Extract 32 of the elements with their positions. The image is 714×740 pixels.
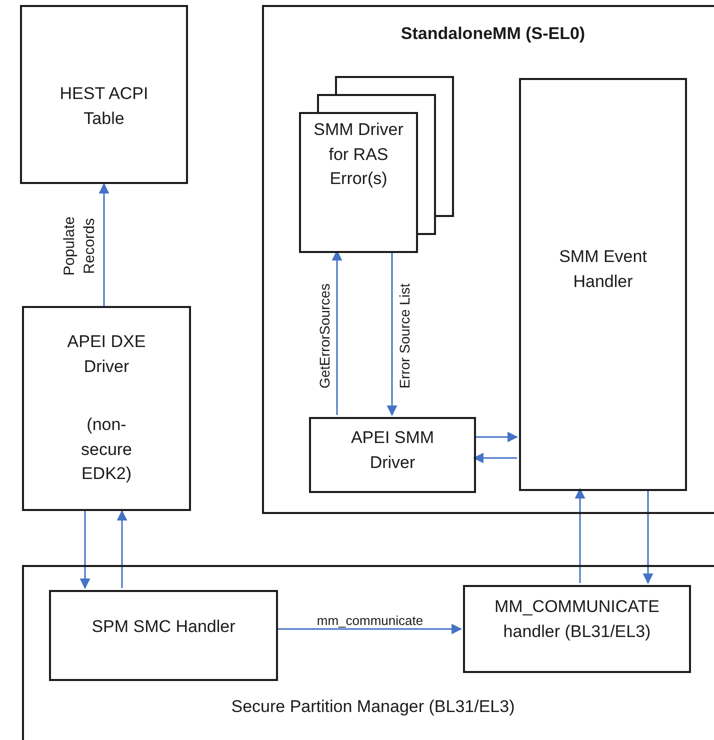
box-label: MM_COMMUNICATE handler (BL31/EL3) bbox=[494, 596, 660, 643]
stacked-box bbox=[299, 76, 455, 253]
arrow bbox=[386, 251, 398, 416]
box-label: Secure Partition Manager (BL31/EL3) bbox=[231, 696, 515, 718]
box-label: APEI SMM Driver bbox=[350, 427, 436, 474]
edge-label: GetErrorSources bbox=[316, 283, 334, 389]
process-box bbox=[22, 306, 191, 511]
arrow bbox=[642, 489, 654, 584]
process-box bbox=[20, 5, 188, 184]
box-label: HEST ACPI Table bbox=[58, 83, 150, 130]
process-box bbox=[463, 585, 691, 673]
container-panel bbox=[22, 565, 714, 740]
arrow bbox=[474, 432, 518, 442]
process-box bbox=[49, 590, 278, 681]
edge-label: mm_communicate bbox=[316, 612, 424, 630]
arrow bbox=[116, 510, 128, 588]
arrow bbox=[276, 624, 462, 634]
container-panel bbox=[262, 5, 714, 514]
process-box bbox=[309, 417, 476, 493]
edge-label: Error Source List bbox=[396, 283, 414, 389]
process-box bbox=[519, 78, 687, 491]
arrow bbox=[80, 511, 90, 590]
box-label: SMM Event Handler bbox=[558, 246, 648, 293]
box-label: SPM SMC Handler bbox=[92, 616, 236, 638]
box-label: APEI DXE Driver bbox=[66, 331, 147, 378]
arrow bbox=[472, 452, 517, 464]
box-label: SMM Driver for RAS Error(s) bbox=[312, 119, 404, 190]
box-label: (non-secure EDK2) bbox=[80, 414, 134, 486]
arrow bbox=[98, 182, 110, 306]
edge-label: Populate Records bbox=[60, 215, 99, 278]
panel-heading: StandaloneMM (S-EL0) bbox=[400, 23, 586, 45]
arrow bbox=[574, 488, 586, 583]
